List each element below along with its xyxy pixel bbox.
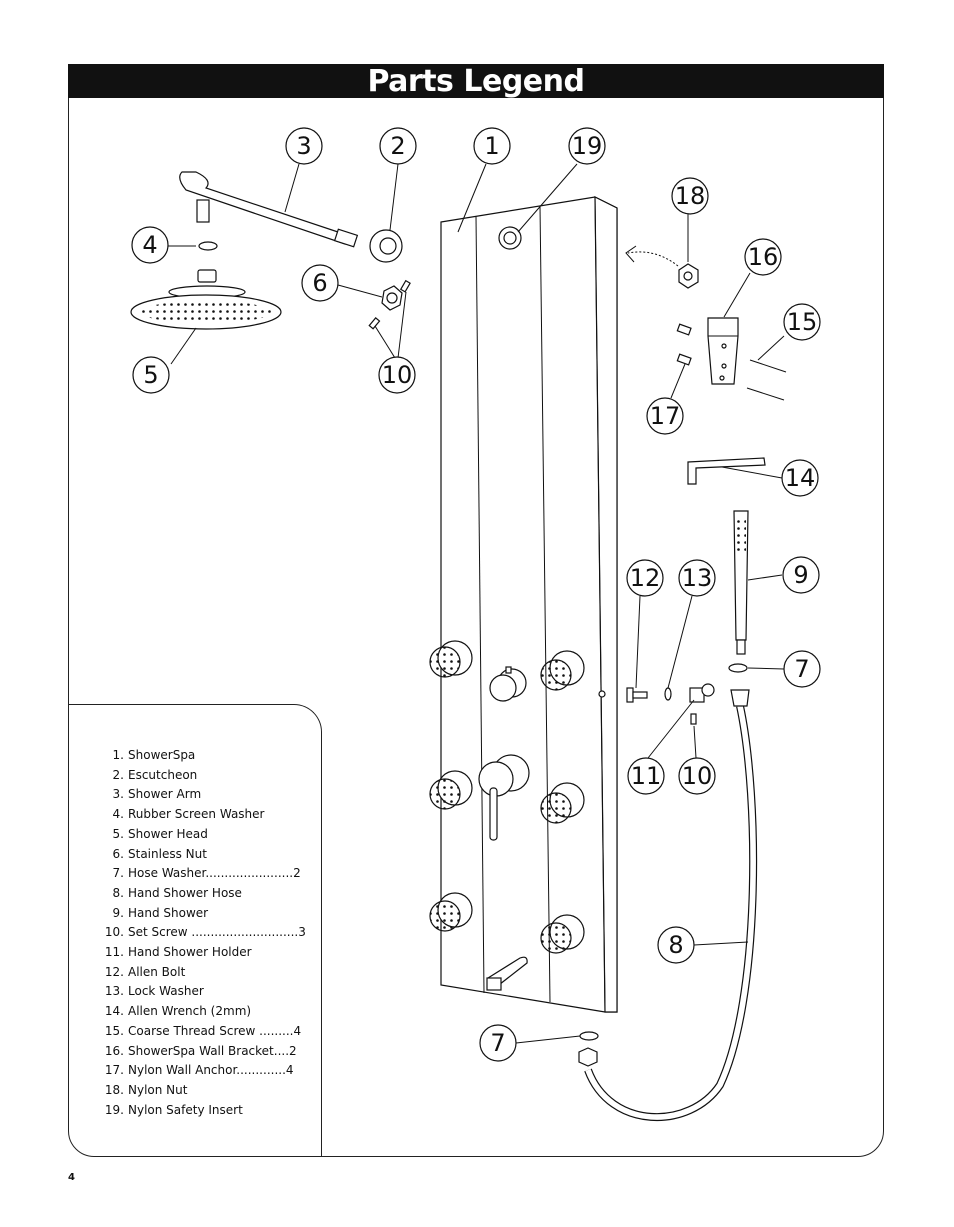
svg-text:19: 19 (572, 132, 603, 160)
svg-text:18: 18 (675, 182, 706, 210)
leader-lines (168, 163, 785, 1044)
callout-14: 14 (781, 459, 819, 497)
callout-2: 2 (379, 127, 417, 165)
callout-18: 18 (671, 177, 709, 215)
wall-bracket-icon (707, 317, 739, 385)
body-jet-icon (429, 640, 585, 954)
svg-text:2: 2 (390, 132, 405, 160)
svg-text:6: 6 (312, 269, 327, 297)
svg-text:4: 4 (142, 231, 157, 259)
svg-text:14: 14 (785, 464, 816, 492)
legend-item: 12.Allen Bolt (104, 964, 186, 979)
shower-head-icon (130, 269, 282, 330)
shower-arm-icon (179, 171, 359, 248)
callout-8: 8 (657, 926, 695, 964)
allen-wrench-icon (687, 457, 766, 485)
svg-text:9: 9 (793, 561, 808, 589)
diverter-knob-icon (489, 666, 527, 702)
callout-11: 11 (627, 757, 665, 795)
wall-anchor-icon (676, 353, 692, 366)
callout-6: 6 (301, 264, 339, 302)
legend-item: 16.ShowerSpa Wall Bracket....2 (104, 1043, 297, 1058)
page-title: Parts Legend (367, 63, 585, 99)
page-number: 4 (68, 1172, 75, 1183)
legend-item: 10.Set Screw ...........................… (104, 925, 306, 940)
svg-text:12: 12 (630, 564, 661, 592)
lock-washer-icon (664, 687, 672, 701)
legend-item: 15.Coarse Thread Screw .........4 (104, 1023, 302, 1038)
callout-4: 4 (131, 226, 169, 264)
svg-text:3: 3 (296, 132, 311, 160)
callout-16: 16 (744, 238, 782, 276)
hand-shower-holder-icon (689, 683, 715, 703)
svg-text:16: 16 (748, 243, 779, 271)
svg-text:10: 10 (382, 361, 413, 389)
legend-item: 14.Allen Wrench (2mm) (104, 1004, 252, 1019)
callout-15: 15 (783, 303, 821, 341)
mixer-handle-icon (478, 754, 530, 841)
legend-item: 18.Nylon Nut (104, 1082, 188, 1097)
legend-item: 6.Stainless Nut (112, 846, 207, 861)
coarse-screw-icon (749, 359, 787, 373)
legend-item: 8.Hand Shower Hose (112, 885, 242, 900)
title-bar: Parts Legend (68, 63, 884, 99)
legend-item: 3.Shower Arm (112, 787, 202, 802)
wall-anchor-icon (676, 323, 692, 336)
legend-item: 4.Rubber Screen Washer (112, 807, 265, 822)
legend-box (68, 704, 322, 1157)
hose-washer-icon (728, 663, 748, 673)
callout-5: 5 (132, 356, 170, 394)
callout-7: 7 (783, 650, 821, 688)
svg-text:7: 7 (794, 655, 809, 683)
svg-text:1: 1 (484, 132, 499, 160)
parts-legend-list: 1.ShowerSpa 2.Escutcheon 3.Shower Arm 4.… (96, 746, 306, 1120)
callout-17: 17 (646, 397, 684, 435)
legend-item: 9.Hand Shower (112, 905, 209, 920)
svg-text:17: 17 (650, 402, 681, 430)
callout-13: 13 (678, 559, 716, 597)
legend-item: 19.Nylon Safety Insert (104, 1102, 243, 1117)
svg-text:11: 11 (631, 762, 662, 790)
svg-text:13: 13 (682, 564, 713, 592)
tub-spout-icon (486, 956, 528, 991)
svg-text:15: 15 (787, 308, 818, 336)
hose-washer-icon (579, 1031, 599, 1041)
set-screw-icon (399, 279, 411, 293)
callout-10: 10 (678, 757, 716, 795)
callout-19: 19 (568, 127, 606, 165)
legend-item: 5.Shower Head (112, 826, 208, 841)
allen-bolt-icon (626, 687, 648, 703)
callout-3: 3 (285, 127, 323, 165)
legend-item: 2.Escutcheon (112, 767, 198, 782)
svg-text:5: 5 (143, 361, 158, 389)
svg-text:8: 8 (668, 931, 683, 959)
callout-7: 7 (479, 1024, 517, 1062)
legend-item: 13.Lock Washer (104, 984, 204, 999)
callout-12: 12 (626, 559, 664, 597)
escutcheon-icon (369, 229, 403, 263)
hand-shower-hose-icon (578, 689, 758, 1122)
callout-9: 9 (782, 556, 820, 594)
washer-icon (198, 241, 218, 251)
coarse-screw-icon (746, 387, 785, 401)
legend-item: 17.Nylon Wall Anchor.............4 (104, 1063, 294, 1078)
svg-text:7: 7 (490, 1029, 505, 1057)
svg-text:10: 10 (682, 762, 713, 790)
callout-1: 1 (473, 127, 511, 165)
callout-10: 10 (378, 356, 416, 394)
nylon-nut-icon (678, 263, 699, 289)
set-screw-icon (368, 317, 381, 330)
set-screw-icon (690, 713, 697, 725)
legend-item: 1.ShowerSpa (112, 748, 196, 762)
showerspa-panel (440, 196, 618, 1013)
stainless-nut-icon (381, 285, 403, 311)
hand-shower-icon (733, 510, 749, 655)
legend-item: 7.Hose Washer.......................2 (112, 866, 301, 881)
legend-item: 11.Hand Shower Holder (104, 945, 252, 960)
